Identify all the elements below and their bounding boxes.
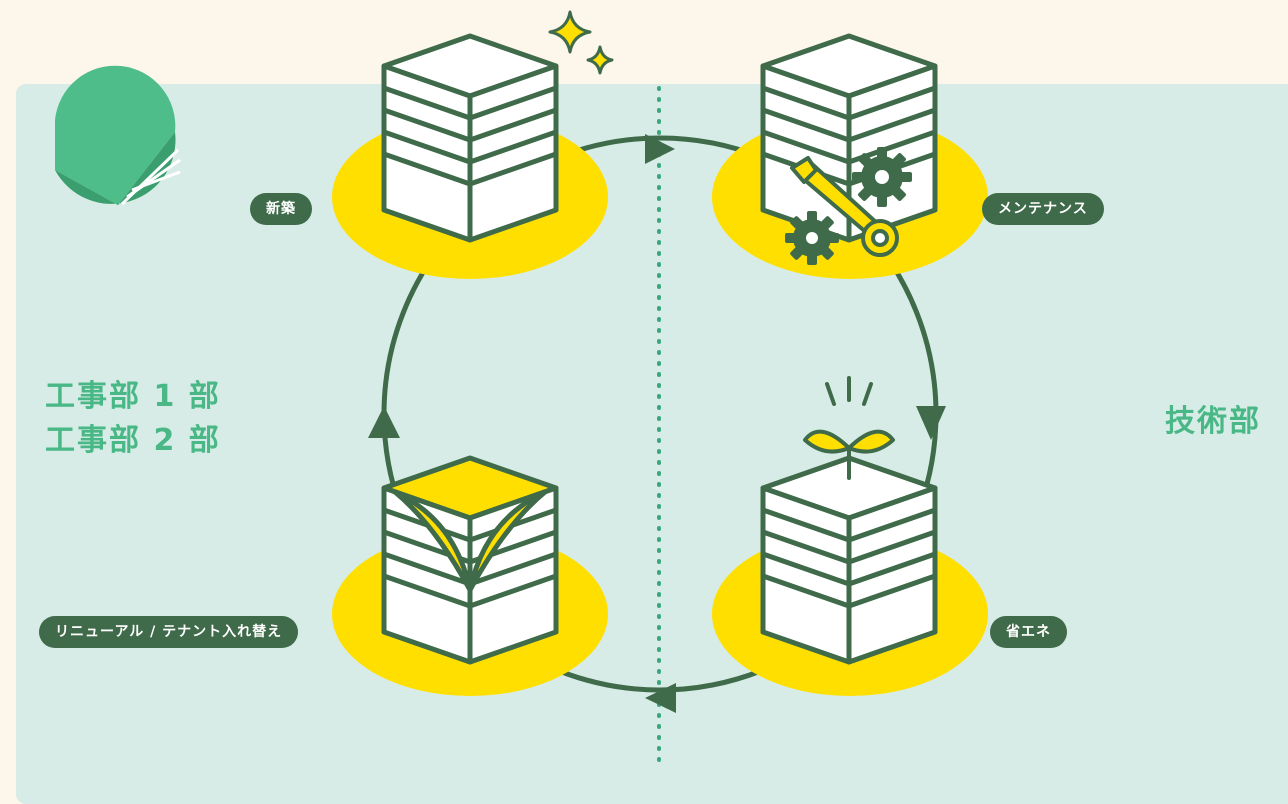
building-icon bbox=[381, 33, 559, 243]
sprout-icon bbox=[803, 376, 895, 480]
logo-icon bbox=[55, 65, 181, 206]
building-icon bbox=[381, 455, 559, 665]
department-construction-2: 工事部 2 部 bbox=[45, 422, 221, 458]
stage-label-energy-saving: 省エネ bbox=[990, 616, 1067, 648]
gear-icon bbox=[785, 211, 839, 265]
stage-label-maintenance: メンテナンス bbox=[982, 193, 1104, 225]
lifecycle-diagram bbox=[55, 10, 988, 767]
arrow-icon bbox=[645, 683, 676, 713]
arrow-icon bbox=[916, 406, 946, 440]
gear-icon bbox=[852, 147, 912, 207]
stage-label-new-build: 新築 bbox=[250, 193, 312, 225]
building-icon bbox=[760, 455, 938, 665]
sparkle-icon bbox=[548, 10, 614, 75]
stage-label-renewal: リニューアル / テナント入れ替え bbox=[39, 616, 299, 648]
department-label-construction: 工事部 1 部 工事部 2 部 bbox=[45, 375, 221, 462]
department-construction-1: 工事部 1 部 bbox=[45, 379, 221, 414]
arrow-icon bbox=[368, 406, 400, 438]
department-label-technical: 技術部 bbox=[1165, 404, 1261, 439]
arrow-icon bbox=[645, 134, 675, 164]
wrench-icon bbox=[790, 156, 899, 257]
